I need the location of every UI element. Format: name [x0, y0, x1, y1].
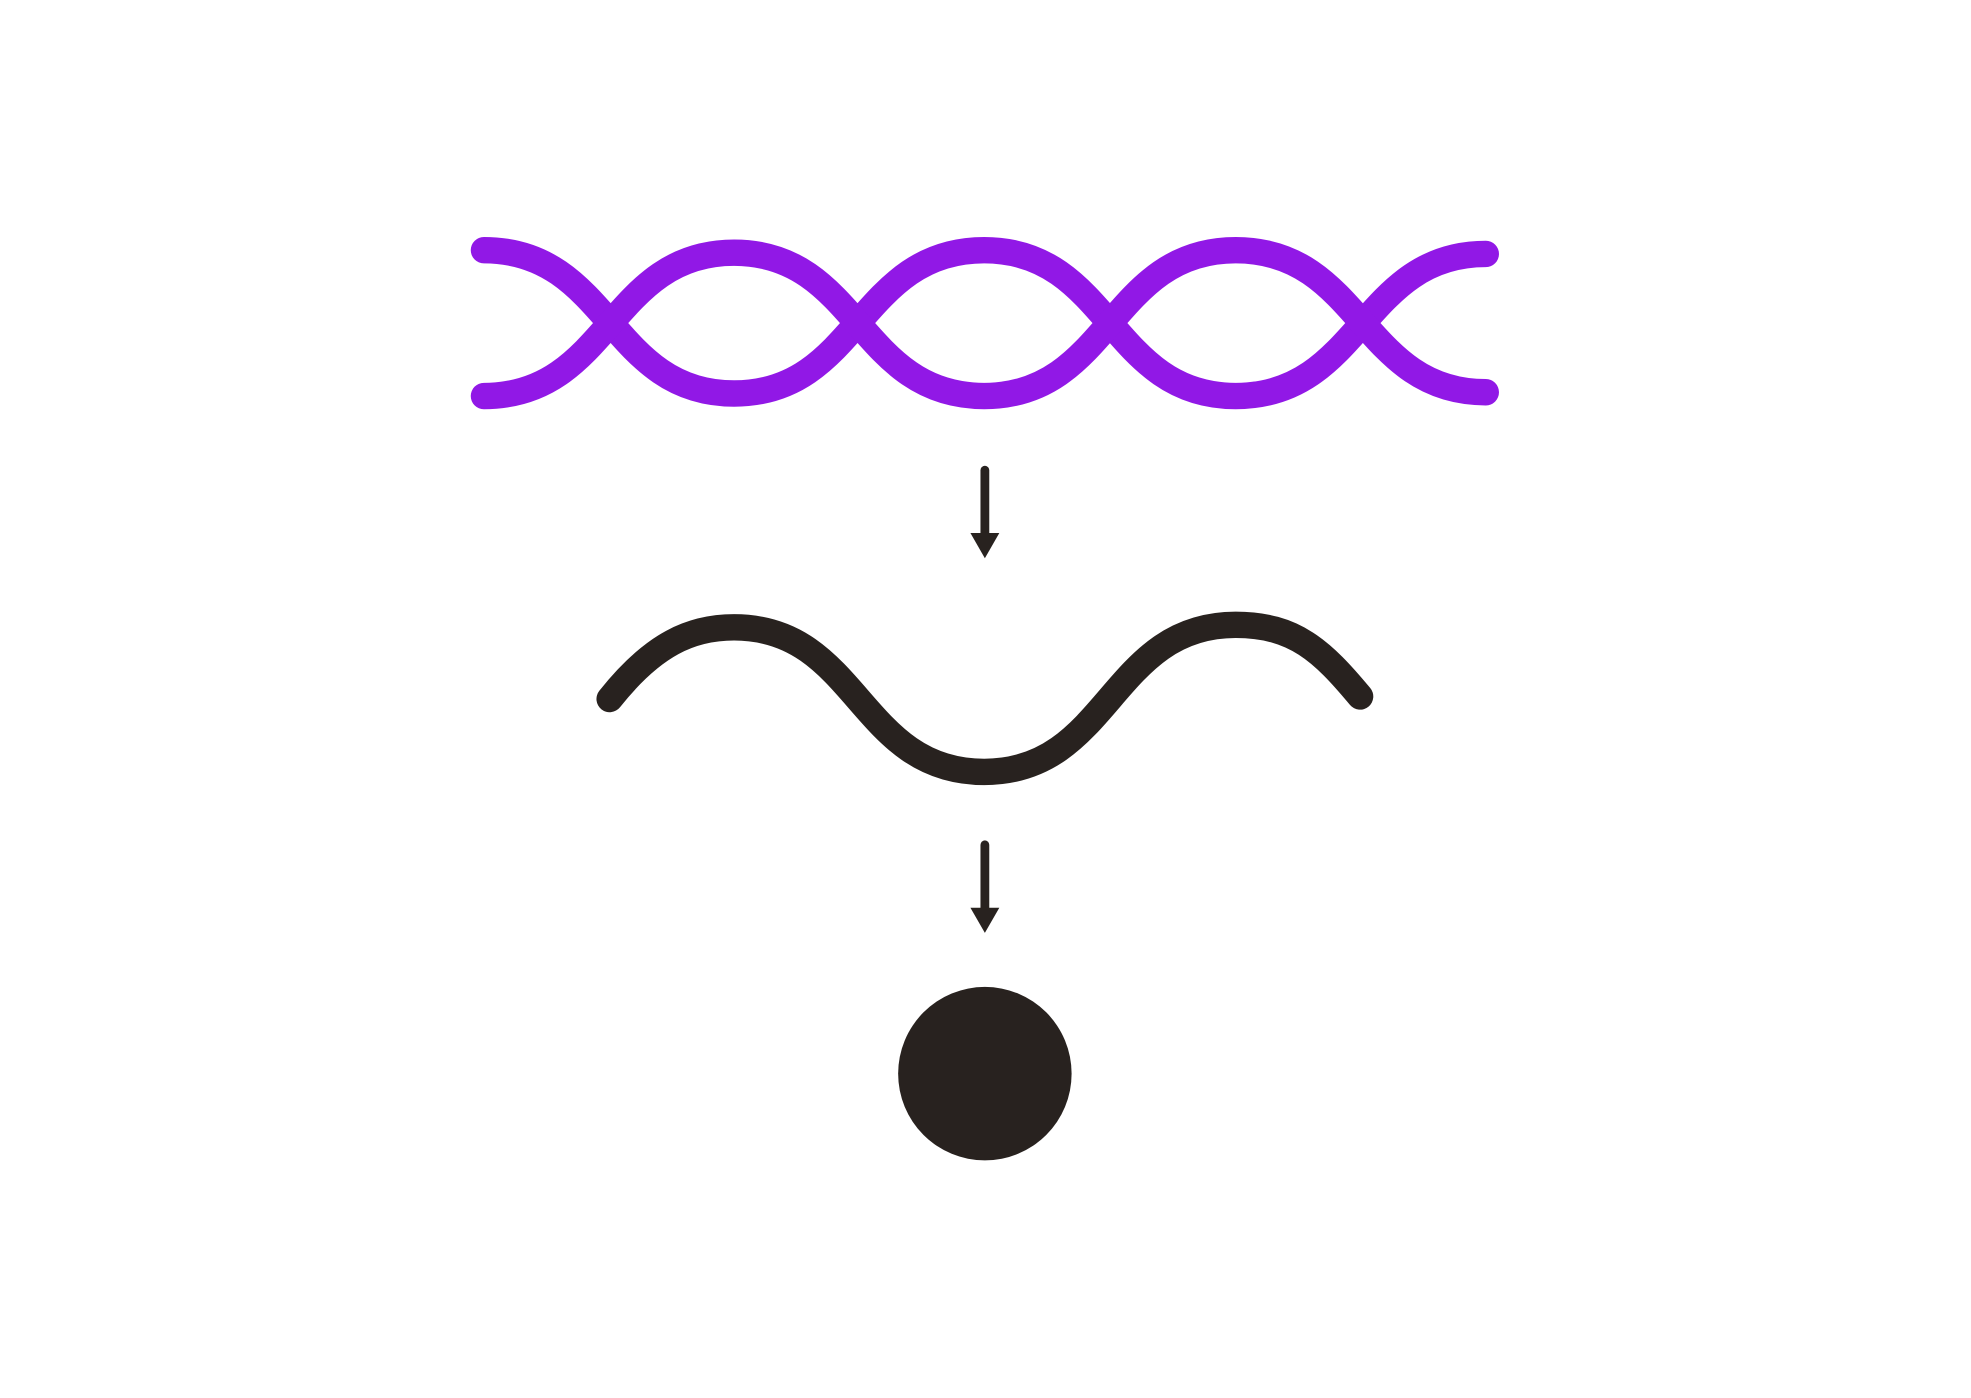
- arrow-head-icon: [970, 533, 1000, 559]
- helix-strand-a: [470, 236, 1499, 410]
- double-helix: [470, 236, 1499, 410]
- arrow-down-2: [970, 840, 1000, 933]
- helix-strand-b: [470, 236, 1499, 410]
- arrow-head-icon: [970, 907, 1000, 933]
- single-strand: [596, 611, 1374, 786]
- arrow-down-1: [970, 465, 1000, 559]
- collapsed-globule: [898, 986, 1072, 1161]
